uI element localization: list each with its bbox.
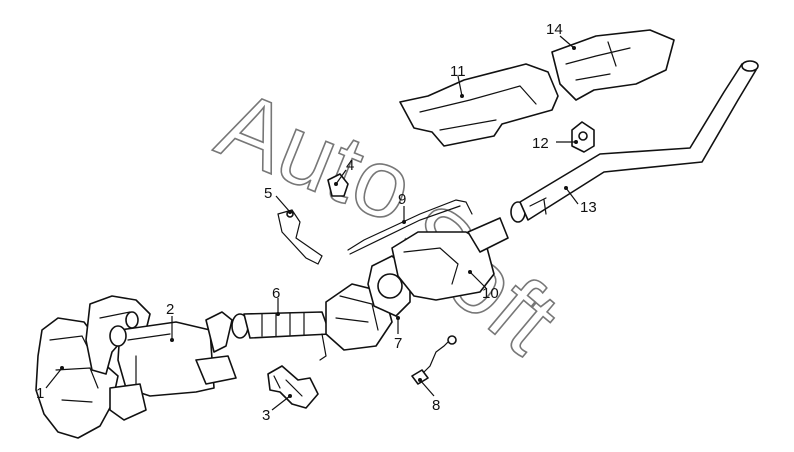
callout-7: 7 xyxy=(394,335,402,352)
callout-numbers: 1 2 3 4 5 6 7 8 9 10 11 12 13 14 xyxy=(36,21,597,424)
part-13-tail-pipe xyxy=(510,60,759,223)
watermark-auto: Auto xyxy=(204,70,427,243)
part-12-hanger xyxy=(571,121,595,153)
part-4-rubber-mount xyxy=(327,173,349,197)
callout-8: 8 xyxy=(432,397,440,414)
part-3-bracket xyxy=(267,365,319,409)
callout-14: 14 xyxy=(546,21,563,38)
callout-3: 3 xyxy=(262,407,270,424)
part-8-oxygen-sensor xyxy=(411,335,457,385)
callout-4: 4 xyxy=(346,157,354,174)
callout-2: 2 xyxy=(166,301,174,318)
callout-1: 1 xyxy=(36,385,44,402)
part-5-bracket xyxy=(277,209,323,265)
part-10-muffler xyxy=(391,217,509,301)
leader-lines xyxy=(45,35,579,411)
callout-9: 9 xyxy=(398,191,406,208)
part-9-rod xyxy=(347,199,473,255)
callout-5: 5 xyxy=(264,185,272,202)
callout-10: 10 xyxy=(482,285,499,302)
callout-13: 13 xyxy=(580,199,597,216)
part-14-heat-shield xyxy=(551,29,675,101)
part-2-exhaust-manifold xyxy=(85,295,237,421)
callout-11: 11 xyxy=(450,63,466,80)
callout-12: 12 xyxy=(532,135,549,152)
part-11-heat-shield xyxy=(399,63,559,147)
part-6-flex-pipe xyxy=(231,311,331,361)
callout-6: 6 xyxy=(272,285,280,302)
